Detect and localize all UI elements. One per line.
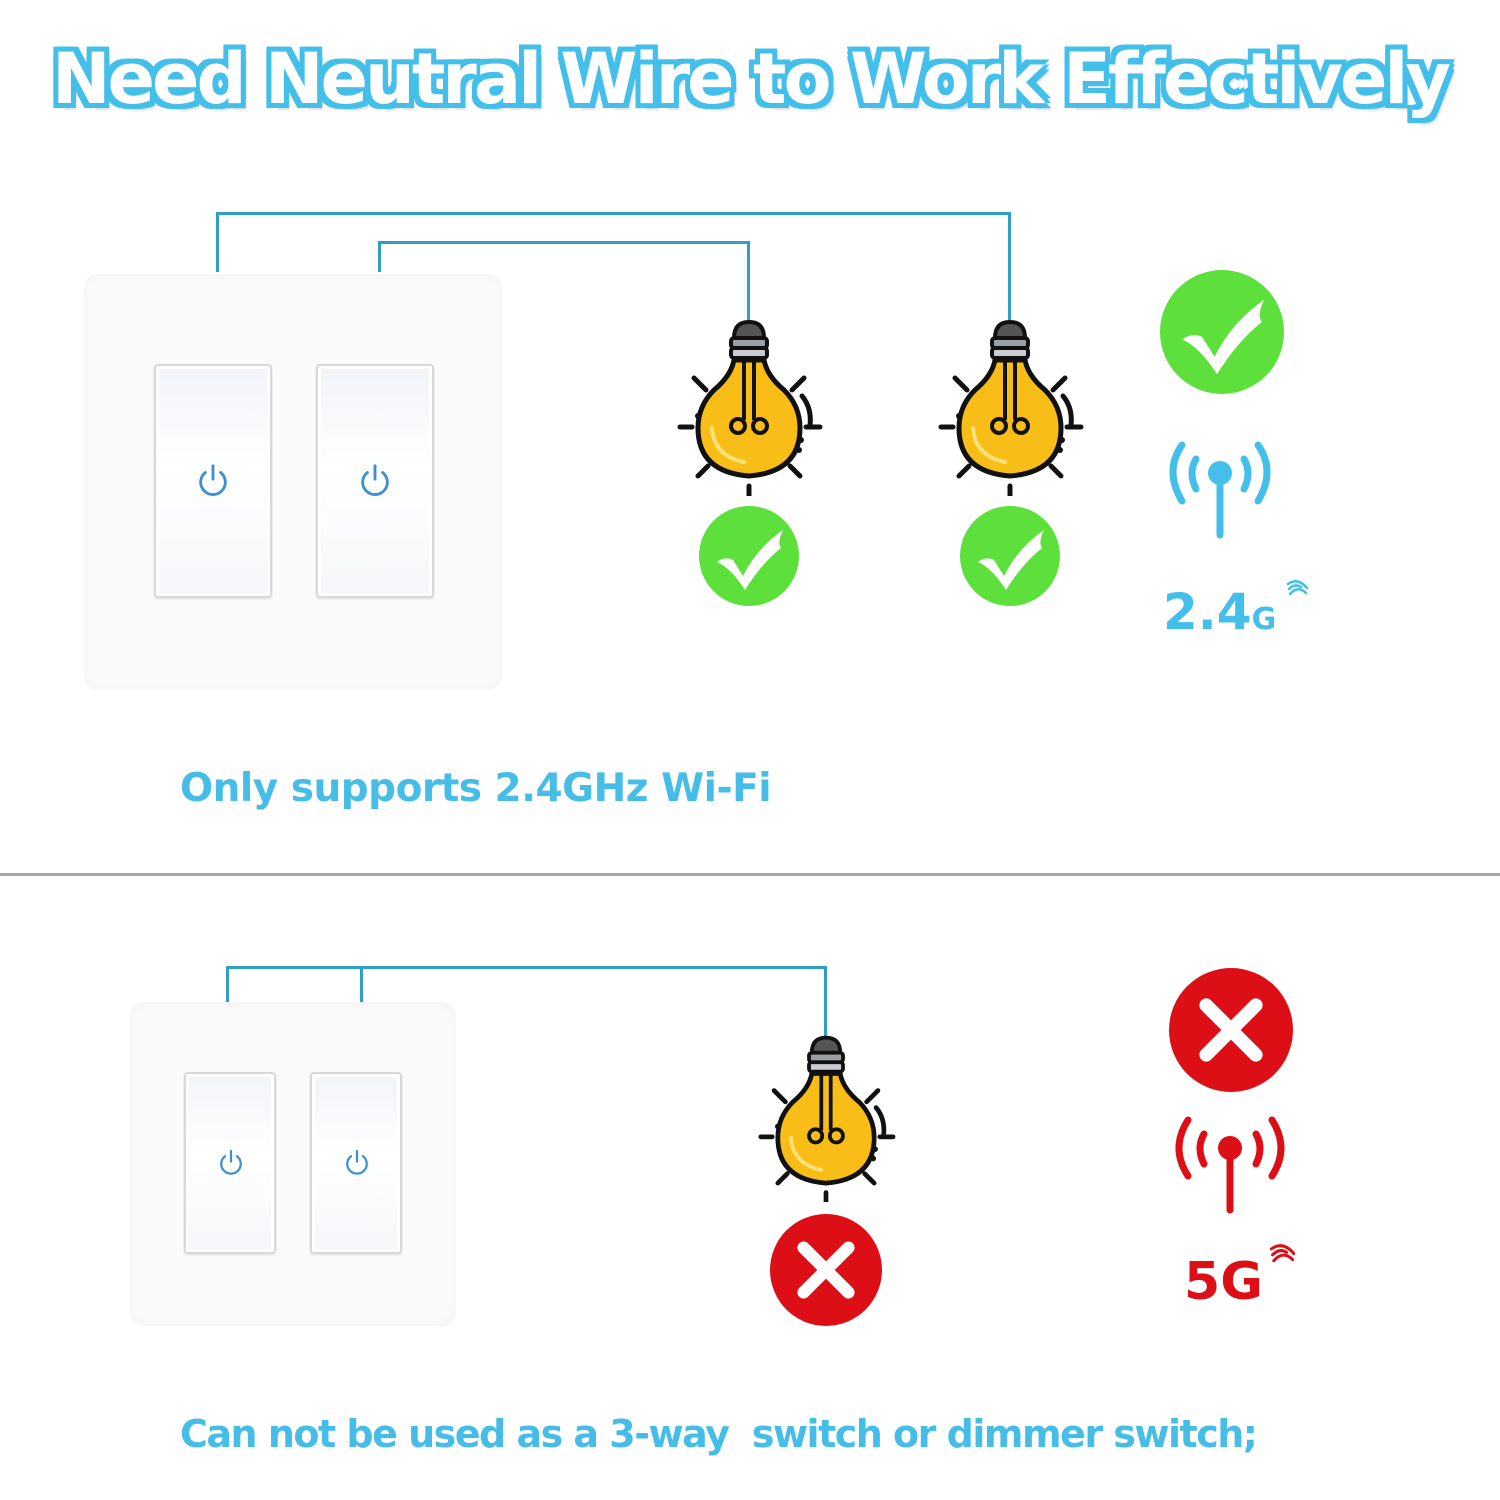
wire-shared-horizontal	[226, 966, 827, 969]
band-label-5g: 5G	[1184, 1244, 1307, 1312]
band-number: 5	[1184, 1252, 1221, 1312]
wire-1-horizontal	[216, 212, 1011, 215]
band-number: 2.4	[1163, 583, 1252, 641]
rocker-button-2[interactable]	[316, 364, 434, 598]
wifi-waves-icon	[1269, 1244, 1296, 1263]
wire-1-vertical-right	[1008, 212, 1011, 320]
wire-shared-vertical-mid	[360, 966, 363, 1002]
x-circle-icon	[1169, 968, 1293, 1092]
antenna-signal-icon	[1175, 1116, 1285, 1214]
band-label-2-4g: 2.4G	[1163, 580, 1316, 650]
wifi-waves-icon	[1286, 580, 1308, 596]
power-icon	[342, 1148, 372, 1178]
caption-wifi: Only supports 2.4GHz Wi-Fi	[180, 766, 772, 811]
band-suffix: G	[1251, 602, 1277, 637]
check-circle-icon	[960, 506, 1060, 606]
bottom-section: 5G Can not be used as a 3-way switch or …	[0, 880, 1500, 1500]
power-icon	[216, 1148, 246, 1178]
wall-switch-2-gang	[130, 1002, 456, 1326]
section-divider	[0, 873, 1500, 876]
x-circle-icon	[770, 1214, 882, 1326]
rocker-button-1[interactable]	[154, 364, 272, 598]
light-bulb-icon	[753, 1032, 899, 1202]
wire-2-vertical-left	[378, 241, 381, 272]
caption-limitations: Can not be used as a 3-way switch or dim…	[180, 1412, 1258, 1456]
power-icon	[194, 462, 232, 500]
antenna-signal-icon	[1169, 441, 1271, 539]
check-circle-icon	[1160, 270, 1284, 394]
rocker-button-1[interactable]	[184, 1072, 276, 1254]
wire-2-horizontal	[378, 241, 750, 244]
power-icon	[356, 462, 394, 500]
page-title: Need Neutral Wire to Work Effectively	[51, 38, 1451, 120]
light-bulb-icon	[935, 316, 1085, 496]
wire-1-vertical-left	[216, 212, 219, 272]
wall-switch-2-gang	[84, 274, 502, 690]
wire-shared-vertical-right	[824, 966, 827, 1036]
band-suffix: G	[1220, 1252, 1263, 1312]
top-section: 2.4G Only supports 2.4GHz Wi-Fi	[0, 180, 1500, 860]
light-bulb-icon	[674, 316, 824, 496]
wire-2-vertical-right	[747, 241, 750, 320]
check-circle-icon	[699, 506, 799, 606]
wire-shared-vertical-left	[226, 966, 229, 1002]
rocker-button-2[interactable]	[310, 1072, 402, 1254]
